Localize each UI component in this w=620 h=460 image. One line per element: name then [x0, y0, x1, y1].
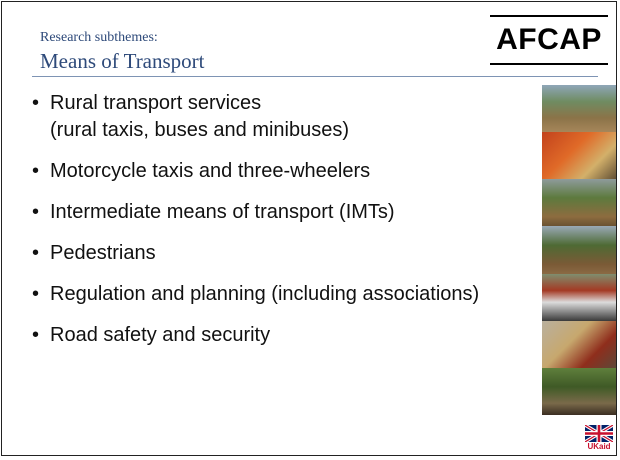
bullet-text: Road safety and security [50, 324, 271, 346]
rural-road-photo [542, 179, 616, 227]
bullet-text: Rural transport services [50, 92, 262, 114]
bullet-marker: • [32, 160, 40, 182]
afcap-logo-text: AFCAP [496, 23, 602, 56]
photo-strip [542, 85, 616, 415]
bullet-marker: • [32, 324, 40, 346]
bullet-item: • Intermediate means of transport (IMTs) [32, 199, 532, 226]
bullet-list: • Rural transport services (rural taxis,… [32, 90, 532, 363]
bullet-item: • Pedestrians [32, 240, 532, 267]
dirt-road-photo [542, 85, 616, 133]
bullet-item: • Road safety and security [32, 322, 532, 349]
bullet-text: Motorcycle taxis and three-wheelers [50, 160, 371, 182]
bullet-text: Regulation and planning (including assoc… [50, 283, 480, 305]
bullet-text-continued: (rural taxis, buses and minibuses) [50, 119, 350, 141]
title-divider [32, 76, 598, 77]
union-flag-icon [584, 423, 614, 444]
minibus-interior-photo [542, 132, 616, 180]
bullet-marker: • [32, 242, 40, 264]
afcap-logo: AFCAP [490, 15, 608, 65]
bullet-marker: • [32, 92, 40, 114]
bullet-marker: • [32, 283, 40, 305]
bullet-item: • Regulation and planning (including ass… [32, 281, 532, 308]
pedestrians-car-photo [542, 273, 616, 321]
ukaid-text: UKaid [587, 442, 611, 451]
bullet-text: Pedestrians [50, 242, 156, 264]
slide-subtitle: Research subthemes: [40, 30, 158, 45]
bullet-item: • Rural transport services (rural taxis,… [32, 90, 532, 144]
bullet-item: • Motorcycle taxis and three-wheelers [32, 158, 532, 185]
motorcycle-riders-photo [542, 367, 616, 415]
minibus-photo [542, 320, 616, 368]
donkey-cart-photo [542, 226, 616, 274]
slide-title: Means of Transport [40, 49, 205, 73]
bullet-marker: • [32, 201, 40, 223]
ukaid-logo: UKaid [584, 423, 614, 451]
bullet-text: Intermediate means of transport (IMTs) [50, 201, 395, 223]
